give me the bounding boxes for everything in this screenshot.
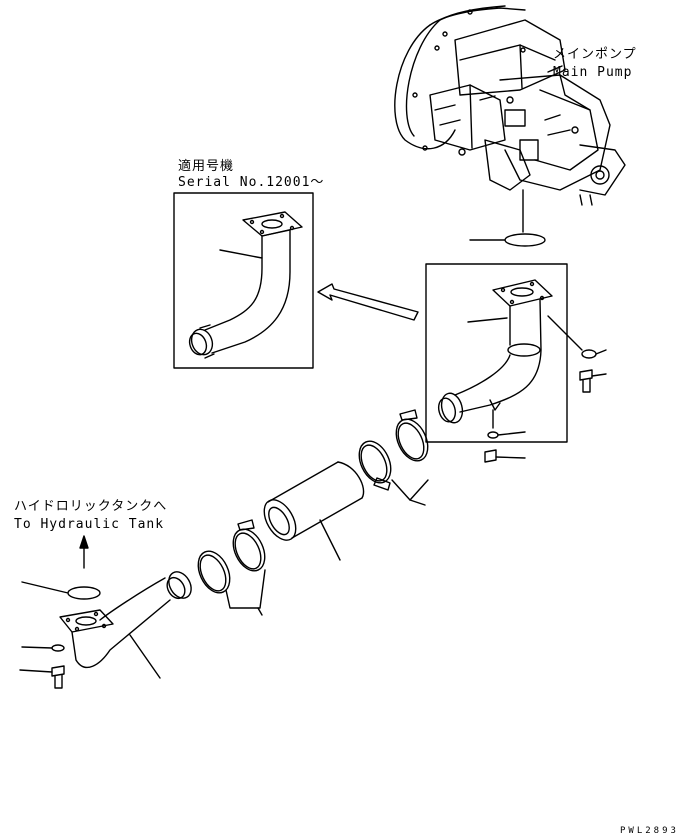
o-ring-lower bbox=[67, 586, 101, 600]
bolt-right bbox=[579, 369, 607, 393]
main-pump-label-en: Main Pump bbox=[553, 65, 633, 80]
plug bbox=[484, 449, 526, 463]
drawing-code: PWL2893 bbox=[620, 826, 679, 836]
small-washer bbox=[487, 431, 499, 439]
serial-label-en: Serial No.12001～ bbox=[178, 175, 325, 190]
hose-clamps-lower bbox=[197, 519, 266, 616]
return-pipe-lower bbox=[59, 571, 192, 679]
hose bbox=[263, 461, 365, 561]
main-pump-illustration bbox=[394, 5, 626, 206]
tank-label-jp: ハイドロリックタンクへ bbox=[14, 499, 168, 514]
serial-label-jp: 適用号機 bbox=[178, 159, 235, 174]
main-pump-label-jp: メインポンプ bbox=[553, 47, 637, 62]
washer-lower bbox=[51, 644, 65, 652]
hose-clamps-upper bbox=[358, 409, 429, 506]
pump-outlet-pipe-box bbox=[425, 263, 583, 443]
tank-label-en: To Hydraulic Tank bbox=[14, 517, 165, 532]
washer-right bbox=[581, 349, 597, 359]
bolt-lower bbox=[19, 665, 65, 689]
flow-arrow-up bbox=[79, 535, 89, 569]
serial-variant-box bbox=[173, 192, 314, 369]
replacement-arrow bbox=[317, 283, 419, 321]
o-ring-upper bbox=[504, 233, 546, 247]
